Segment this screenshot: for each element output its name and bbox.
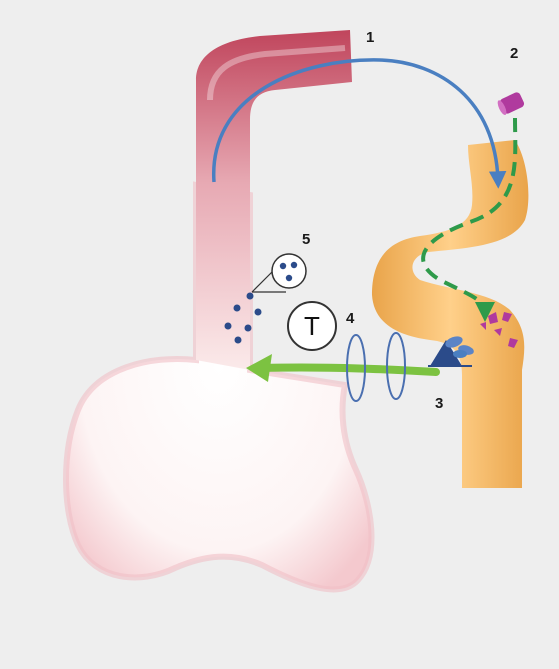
label-step-1: 1: [366, 29, 374, 46]
t-circle-label: T: [304, 311, 320, 341]
label-step-3: 3: [435, 395, 443, 412]
label-step-5: 5: [302, 231, 310, 248]
label-step-4: 4: [346, 310, 355, 327]
green-arrow: [262, 367, 436, 372]
label-step-2: 2: [510, 45, 518, 62]
